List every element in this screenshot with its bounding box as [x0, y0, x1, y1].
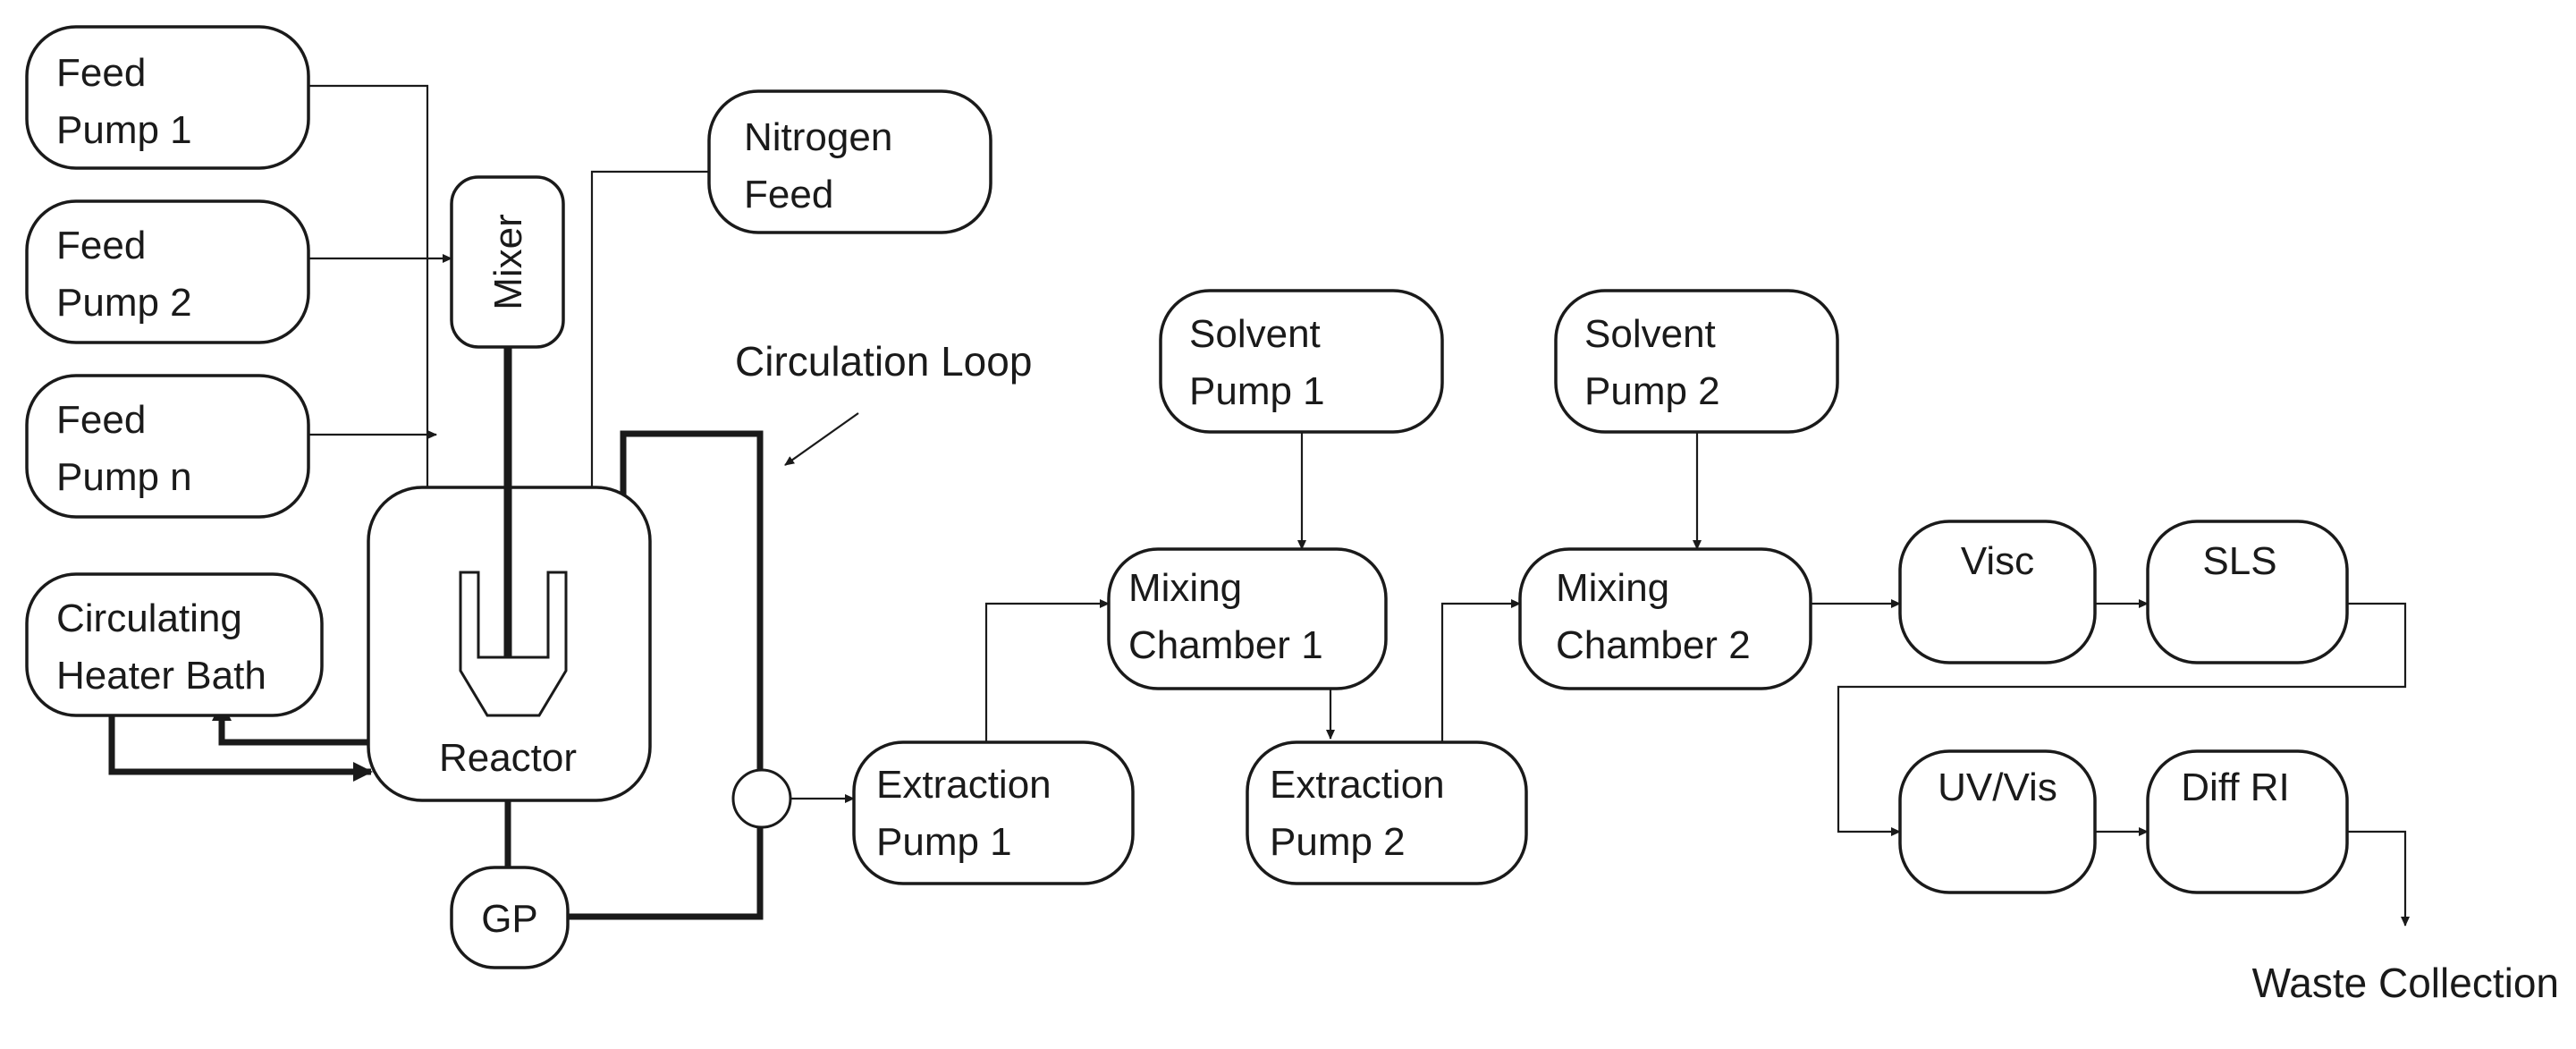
svg-text:Feed: Feed: [56, 224, 146, 267]
node-diff-ri: Diff RI: [2146, 749, 2349, 894]
svg-text:GP: GP: [481, 897, 538, 941]
edge-extraction-1-mixing-1: [984, 599, 1110, 742]
edge-extraction-2-mixing-2: [1440, 599, 1521, 742]
svg-text:Pump 1: Pump 1: [1189, 369, 1325, 413]
svg-text:Feed: Feed: [56, 398, 146, 442]
svg-text:Chamber 1: Chamber 1: [1128, 623, 1323, 667]
svg-text:Pump 2: Pump 2: [56, 281, 192, 325]
node-sls: SLS: [2146, 520, 2349, 664]
circulation-loop-pointer: [784, 412, 859, 466]
edge-nitrogen-reactor: [587, 170, 709, 529]
node-gp: GP: [450, 866, 570, 969]
node-solvent-pump-2: Solvent Pump 2: [1554, 289, 1839, 434]
reactor-vessel-icon: [459, 571, 568, 717]
edge-sls-uvvis: [1837, 602, 2407, 836]
svg-text:Heater Bath: Heater Bath: [56, 654, 266, 698]
svg-text:Solvent: Solvent: [1189, 312, 1321, 356]
node-extraction-pump-2: Extraction Pump 2: [1246, 740, 1528, 885]
edge-feed-pump-1-reactor: [308, 84, 432, 555]
svg-text:UV/Vis: UV/Vis: [1938, 766, 2057, 809]
node-feed-pump-2: Feed Pump 2: [25, 199, 310, 344]
svg-text:Nitrogen: Nitrogen: [744, 115, 892, 159]
svg-text:Feed: Feed: [744, 173, 833, 216]
node-nitrogen-feed: Nitrogen Feed: [707, 89, 992, 234]
svg-text:SLS: SLS: [2202, 539, 2276, 583]
svg-text:Extraction: Extraction: [1270, 763, 1445, 807]
node-mixing-chamber-1: Mixing Chamber 1: [1107, 547, 1388, 690]
svg-text:Mixing: Mixing: [1556, 566, 1669, 610]
label-circulation-loop: Circulation Loop: [735, 338, 1032, 385]
svg-text:Pump 1: Pump 1: [56, 108, 192, 152]
svg-text:Mixer: Mixer: [486, 214, 530, 310]
label-waste-collection: Waste Collection: [2252, 960, 2559, 1006]
node-circulating-heater-bath: Circulating Heater Bath: [25, 572, 324, 717]
svg-text:Reactor: Reactor: [439, 736, 577, 780]
svg-text:Pump n: Pump n: [56, 455, 192, 499]
svg-text:Visc: Visc: [1961, 539, 2034, 583]
node-reactor: Reactor: [367, 347, 652, 802]
svg-text:Feed: Feed: [56, 51, 146, 95]
node-feed-pump-1: Feed Pump 1: [25, 25, 310, 170]
node-feed-pump-n: Feed Pump n: [25, 374, 310, 519]
node-solvent-pump-1: Solvent Pump 1: [1159, 289, 1444, 434]
node-uv-vis: UV/Vis: [1898, 749, 2097, 894]
svg-text:Pump 2: Pump 2: [1270, 820, 1406, 864]
svg-text:Diff RI: Diff RI: [2181, 766, 2289, 809]
node-mixer: Mixer: [450, 175, 565, 349]
svg-text:Chamber 2: Chamber 2: [1556, 623, 1751, 667]
svg-text:Mixing: Mixing: [1128, 566, 1242, 610]
svg-text:Pump 1: Pump 1: [876, 820, 1012, 864]
node-extraction-pump-1: Extraction Pump 1: [852, 740, 1135, 885]
circulation-valve: [731, 768, 792, 829]
svg-text:Circulating: Circulating: [56, 596, 242, 640]
svg-text:Pump 2: Pump 2: [1584, 369, 1720, 413]
svg-text:Extraction: Extraction: [876, 763, 1052, 807]
node-mixing-chamber-2: Mixing Chamber 2: [1518, 547, 1812, 690]
edge-diffri-waste: [2347, 830, 2410, 926]
node-visc: Visc: [1898, 520, 2097, 664]
svg-text:Solvent: Solvent: [1584, 312, 1716, 356]
